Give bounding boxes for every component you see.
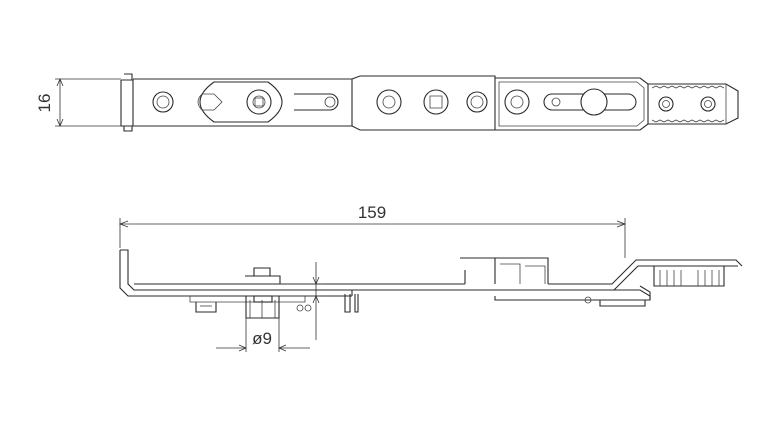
diameter-dimension-label: ø9 [252,329,272,348]
length-dimension-label: 159 [358,203,386,222]
height-dimension-label: 16 [35,94,54,113]
height-dimension: 16 [35,77,121,128]
diameter-dimension: ø9 [216,318,310,352]
offset-dimension [280,262,324,340]
length-dimension: 159 [118,203,627,258]
top-view [120,73,739,132]
side-view [119,249,743,319]
